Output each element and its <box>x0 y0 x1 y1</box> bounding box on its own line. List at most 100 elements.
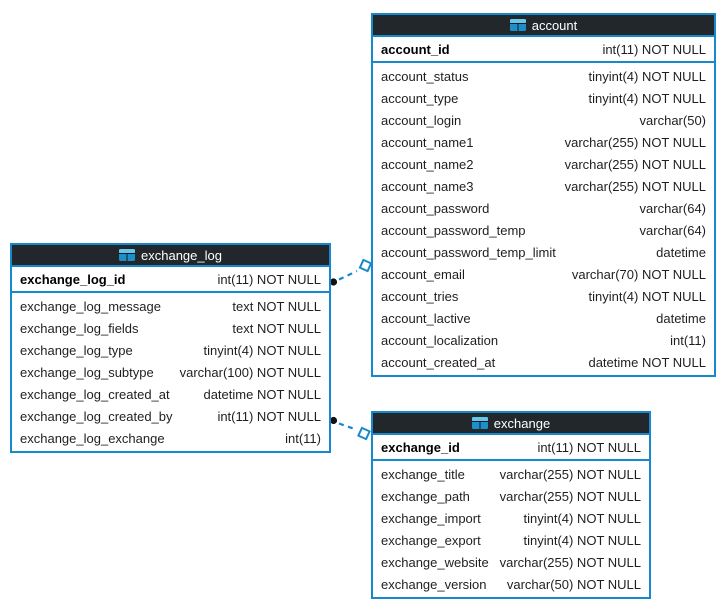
column-type: int(11) <box>285 430 321 446</box>
column-name: account_password_temp_limit <box>381 244 556 260</box>
column-name: account_name1 <box>381 134 474 150</box>
primary-key-section: exchange_log_id int(11) NOT NULL <box>12 267 329 293</box>
column-type: varchar(100) NOT NULL <box>179 364 321 380</box>
column-type: datetime NOT NULL <box>588 354 706 370</box>
column-name: exchange_version <box>381 576 487 592</box>
column-name: account_name2 <box>381 156 474 172</box>
column-name: exchange_export <box>381 532 481 548</box>
column-name: account_lactive <box>381 310 471 326</box>
column-type: int(11) NOT NULL <box>602 41 706 57</box>
column-type: int(11) NOT NULL <box>217 271 321 287</box>
relationship-exchange-log-account[interactable] <box>329 258 373 286</box>
column-type: varchar(255) NOT NULL <box>499 466 641 482</box>
primary-key-section: exchange_id int(11) NOT NULL <box>373 435 649 461</box>
column-type: varchar(255) NOT NULL <box>564 134 706 150</box>
column-name: account_tries <box>381 288 459 304</box>
column-row: exchange_export tinyint(4) NOT NULL <box>373 529 649 551</box>
column-type: varchar(255) NOT NULL <box>564 156 706 172</box>
primary-key-section: account_id int(11) NOT NULL <box>373 37 714 63</box>
column-row: exchange_title varchar(255) NOT NULL <box>373 463 649 485</box>
column-row: account_login varchar(50) <box>373 109 714 131</box>
column-name: account_id <box>381 41 450 57</box>
column-name: account_name3 <box>381 178 474 194</box>
column-type: varchar(64) <box>639 222 706 238</box>
column-name: exchange_log_id <box>20 271 126 287</box>
column-row: account_type tinyint(4) NOT NULL <box>373 87 714 109</box>
column-type: text NOT NULL <box>232 320 321 336</box>
column-name: account_password <box>381 200 490 216</box>
column-row: exchange_version varchar(50) NOT NULL <box>373 573 649 595</box>
column-name: exchange_log_type <box>20 342 133 358</box>
column-name: exchange_log_subtype <box>20 364 154 380</box>
column-name: exchange_log_fields <box>20 320 139 336</box>
column-type: int(11) <box>670 332 706 348</box>
column-name: exchange_id <box>381 439 460 455</box>
column-name: exchange_title <box>381 466 465 482</box>
column-type: varchar(50) <box>639 112 706 128</box>
column-type: int(11) NOT NULL <box>537 439 641 455</box>
table-account-header[interactable]: account <box>373 15 714 37</box>
column-type: tinyint(4) NOT NULL <box>523 532 641 548</box>
table-exchange-header[interactable]: exchange <box>373 413 649 435</box>
column-row: exchange_log_created_at datetime NOT NULL <box>12 383 329 405</box>
column-row: exchange_log_message text NOT NULL <box>12 295 329 317</box>
column-type: varchar(64) <box>639 200 706 216</box>
column-row: account_password varchar(64) <box>373 197 714 219</box>
column-name: account_login <box>381 112 462 128</box>
column-name: account_localization <box>381 332 499 348</box>
column-type: varchar(70) NOT NULL <box>571 266 706 282</box>
table-title: account <box>531 17 578 33</box>
column-row: exchange_log_created_by int(11) NOT NULL <box>12 405 329 427</box>
relationship-exchange-log-exchange[interactable] <box>329 416 371 441</box>
column-type: varchar(50) NOT NULL <box>506 576 641 592</box>
column-type: datetime NOT NULL <box>203 386 321 402</box>
column-row: account_email varchar(70) NOT NULL <box>373 263 714 285</box>
column-row: account_name3 varchar(255) NOT NULL <box>373 175 714 197</box>
column-name: exchange_log_message <box>20 298 161 314</box>
table-account[interactable]: account account_id int(11) NOT NULL acco… <box>371 13 716 377</box>
column-name: account_created_at <box>381 354 496 370</box>
table-exchange[interactable]: exchange exchange_id int(11) NOT NULL ex… <box>371 411 651 599</box>
column-row: account_created_at datetime NOT NULL <box>373 351 714 373</box>
column-name: account_password_temp <box>381 222 526 238</box>
column-name: account_email <box>381 266 465 282</box>
table-icon <box>119 249 136 261</box>
column-name: exchange_path <box>381 488 470 504</box>
table-icon <box>471 417 488 429</box>
column-name: exchange_log_created_at <box>20 386 170 402</box>
table-exchange-log[interactable]: exchange_log exchange_log_id int(11) NOT… <box>10 243 331 453</box>
primary-key-row: exchange_log_id int(11) NOT NULL <box>12 268 329 290</box>
column-type: varchar(255) NOT NULL <box>499 488 641 504</box>
column-row: exchange_log_fields text NOT NULL <box>12 317 329 339</box>
column-type: varchar(255) NOT NULL <box>564 178 706 194</box>
primary-key-row: account_id int(11) NOT NULL <box>373 38 714 60</box>
column-name: exchange_import <box>381 510 481 526</box>
column-type: text NOT NULL <box>232 298 321 314</box>
table-title: exchange <box>493 415 551 431</box>
column-name: exchange_log_exchange <box>20 430 165 446</box>
primary-key-row: exchange_id int(11) NOT NULL <box>373 436 649 458</box>
column-row: account_name2 varchar(255) NOT NULL <box>373 153 714 175</box>
column-type: datetime <box>656 244 706 260</box>
column-type: int(11) NOT NULL <box>217 408 321 424</box>
column-row: account_lactive datetime <box>373 307 714 329</box>
table-exchange-log-header[interactable]: exchange_log <box>12 245 329 267</box>
column-type: tinyint(4) NOT NULL <box>588 68 706 84</box>
column-type: datetime <box>656 310 706 326</box>
column-name: account_type <box>381 90 459 106</box>
relationship-endpoint-dot <box>329 416 338 425</box>
column-name: exchange_log_created_by <box>20 408 173 424</box>
column-row: account_localization int(11) <box>373 329 714 351</box>
column-row: account_name1 varchar(255) NOT NULL <box>373 131 714 153</box>
table-title: exchange_log <box>141 247 222 263</box>
relationship-endpoint-dot <box>329 278 338 286</box>
column-type: tinyint(4) NOT NULL <box>588 90 706 106</box>
relationship-endpoint-diamond <box>358 258 373 273</box>
column-row: account_password_temp_limit datetime <box>373 241 714 263</box>
